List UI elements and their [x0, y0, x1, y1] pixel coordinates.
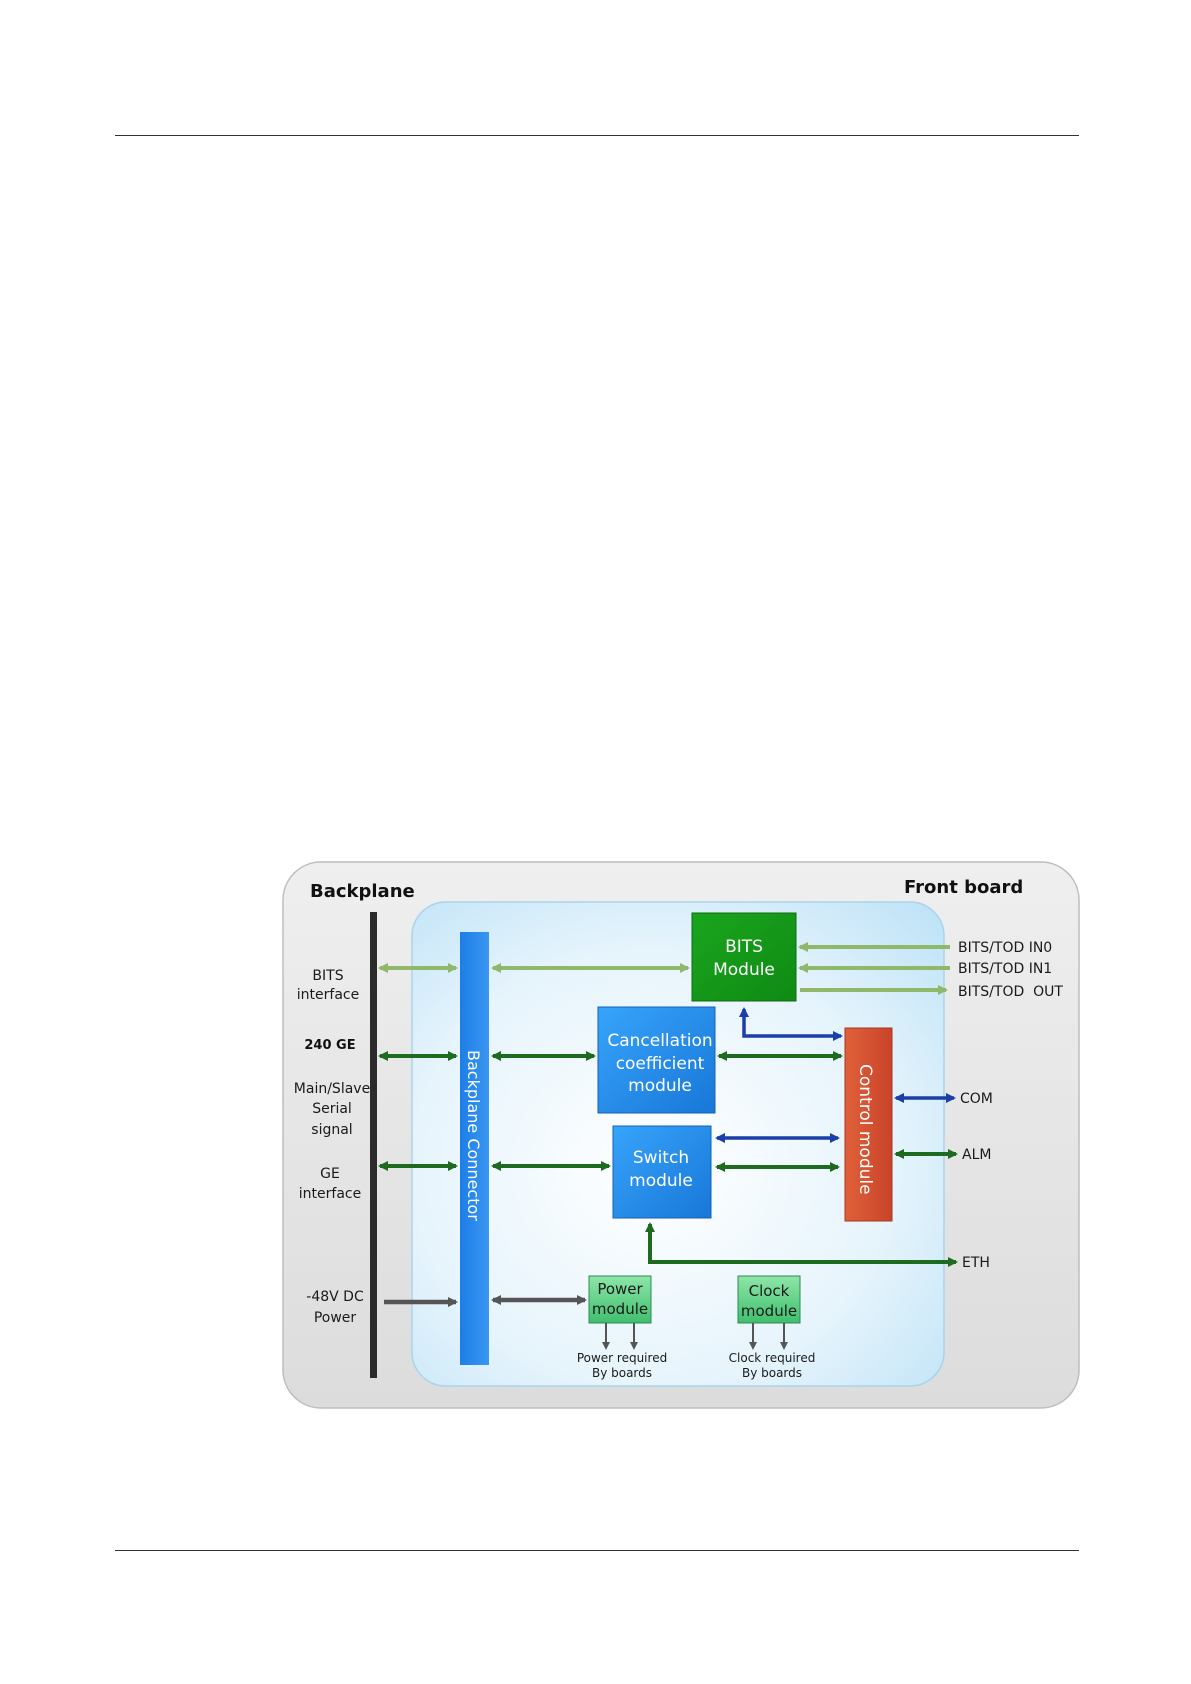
power-required-note-2: By boards — [592, 1366, 652, 1380]
cancellation-module-label-3: module — [628, 1076, 692, 1096]
header-rule — [115, 135, 1079, 136]
backplane-title: Backplane — [310, 881, 415, 902]
bits-interface-label-2: interface — [297, 987, 359, 1003]
power48-label-1: -48V DC — [306, 1289, 364, 1305]
bits-in0-label: BITS/TOD IN0 — [958, 940, 1052, 956]
power-module-label-1: Power — [597, 1280, 643, 1298]
switch-module-label-1: Switch — [633, 1148, 689, 1168]
eth-label: ETH — [962, 1255, 990, 1271]
backplane-connector — [460, 932, 489, 1365]
bits-interface-label-1: BITS — [312, 968, 343, 984]
switch-module-label-2: module — [629, 1171, 693, 1191]
main-slave-label-2: Serial — [312, 1101, 352, 1117]
backplane-connector-label: Backplane Connector — [464, 1050, 483, 1221]
footer-rule — [115, 1550, 1079, 1551]
control-module — [844, 1027, 893, 1222]
control-module-label: Control module — [855, 1064, 875, 1195]
cancellation-module-label-2: coefficient — [616, 1054, 705, 1074]
main-slave-label-1: Main/Slave — [294, 1081, 370, 1097]
backplane-bar — [370, 912, 377, 1378]
bits-module-label-2: Module — [713, 960, 775, 980]
alm-label: ALM — [962, 1147, 991, 1163]
com-label: COM — [960, 1091, 993, 1107]
power-required-note-1: Power required — [577, 1351, 667, 1365]
ge-interface-label-2: interface — [299, 1186, 361, 1202]
main-slave-label-3: signal — [311, 1122, 352, 1138]
arrow-eth — [645, 1222, 958, 1267]
power-module — [588, 1275, 652, 1324]
switch-module — [612, 1125, 712, 1219]
ge240-label: 240 GE — [304, 1038, 355, 1053]
bits-in1-label: BITS/TOD IN1 — [958, 961, 1052, 977]
power48-label-2: Power — [314, 1310, 357, 1326]
clock-module-label-2: module — [741, 1302, 797, 1320]
cancellation-module-label-1: Cancellation — [607, 1031, 712, 1051]
power-module-label-2: module — [592, 1300, 648, 1318]
clock-required-note-2: By boards — [742, 1366, 802, 1380]
clock-required-note-1: Clock required — [729, 1351, 816, 1365]
clock-module — [737, 1275, 801, 1324]
clock-module-label-1: Clock — [749, 1282, 790, 1300]
bits-module-label-1: BITS — [725, 937, 763, 957]
front-board-title: Front board — [904, 877, 1023, 898]
ge-interface-label-1: GE — [320, 1166, 340, 1182]
bits-module — [691, 912, 797, 1002]
arrow-bits-control — [739, 1007, 843, 1041]
bits-out-label: BITS/TOD OUT — [958, 984, 1063, 1000]
cancellation-module — [597, 1006, 716, 1114]
